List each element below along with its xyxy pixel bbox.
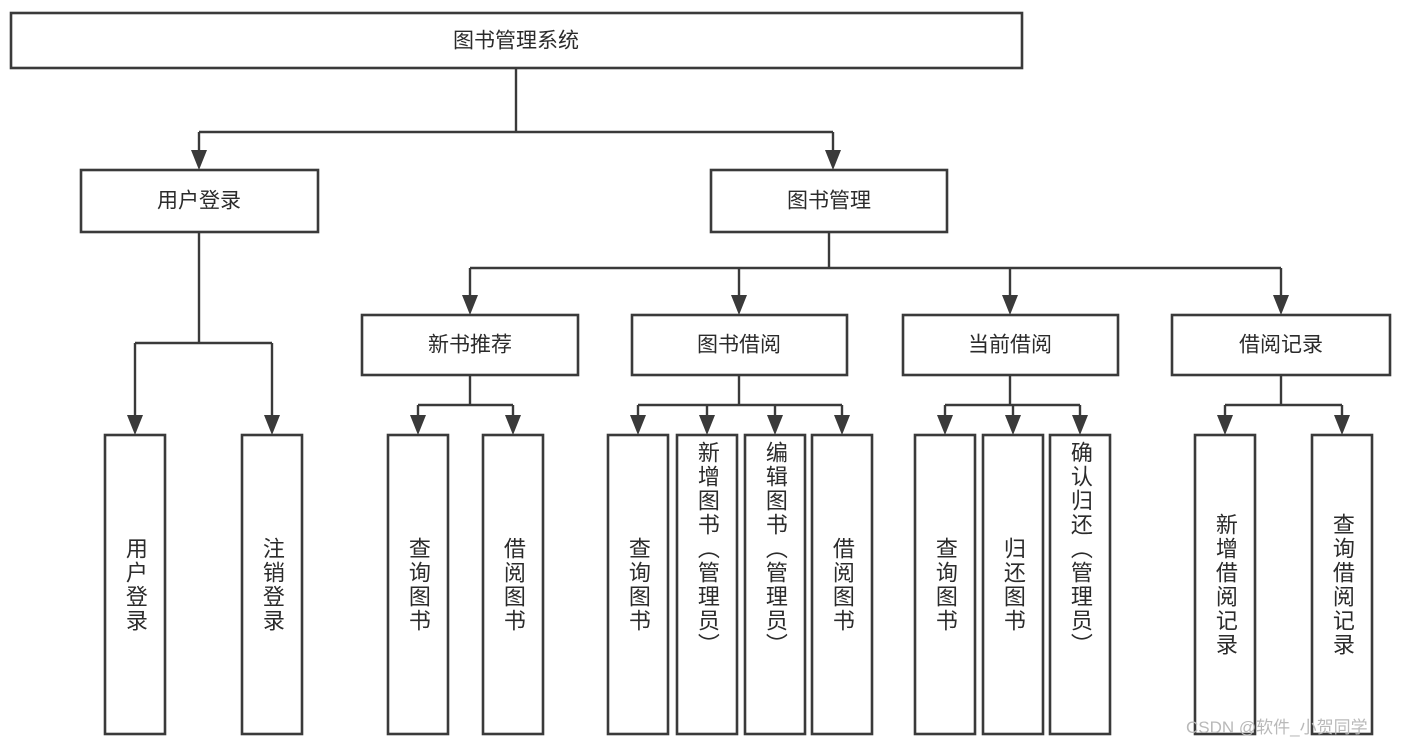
leaf-box-borrow-book-2[interactable] [810, 433, 874, 736]
connector-newbook-to-leaves [410, 375, 521, 435]
leaf-box-query-book-1[interactable] [386, 433, 450, 736]
csdn-watermark: CSDN @软件_小贺同学 [1186, 718, 1368, 737]
node-book-manage-label: 图书管理 [787, 190, 871, 213]
node-book-borrow[interactable]: 图书借阅 [630, 313, 849, 377]
connector-userlogin-to-leaves [127, 232, 280, 435]
leaf-box-query-book-3[interactable] [913, 433, 977, 736]
leaf-box-add-book[interactable] [675, 433, 739, 736]
leaf-box-query-book-2[interactable] [606, 433, 670, 736]
leaf-boxes [103, 433, 1374, 736]
node-book-borrow-label: 图书借阅 [697, 334, 781, 357]
node-book-manage[interactable]: 图书管理 [709, 168, 949, 234]
connector-borrowrecord-to-leaves [1217, 375, 1350, 435]
connector-bookborrow-to-leaves [630, 375, 850, 435]
node-root[interactable]: 图书管理系统 [9, 11, 1024, 70]
node-user-login[interactable]: 用户登录 [79, 168, 320, 234]
leaf-box-edit-book[interactable] [743, 433, 807, 736]
leaf-box-borrow-book-1[interactable] [481, 433, 545, 736]
leaf-box-query-record[interactable] [1310, 433, 1374, 736]
node-new-book-recommend-label: 新书推荐 [428, 334, 512, 357]
leaf-box-confirm-return[interactable] [1048, 433, 1112, 736]
leaf-box-return-book[interactable] [981, 433, 1045, 736]
connector-bookmanage-to-level3 [462, 232, 1289, 315]
leaf-box-add-record[interactable] [1193, 433, 1257, 736]
node-new-book-recommend[interactable]: 新书推荐 [360, 313, 580, 377]
leaf-box-user-login[interactable] [103, 433, 167, 736]
node-current-borrow[interactable]: 当前借阅 [901, 313, 1120, 377]
connector-currentborrow-to-leaves [937, 375, 1088, 435]
connector-root-to-level2 [191, 68, 841, 170]
node-borrow-record-label: 借阅记录 [1239, 334, 1323, 357]
node-root-label: 图书管理系统 [453, 30, 579, 53]
leaf-box-logout-login[interactable] [240, 433, 304, 736]
node-borrow-record[interactable]: 借阅记录 [1170, 313, 1392, 377]
node-current-borrow-label: 当前借阅 [968, 334, 1052, 357]
node-user-login-label: 用户登录 [157, 190, 241, 213]
